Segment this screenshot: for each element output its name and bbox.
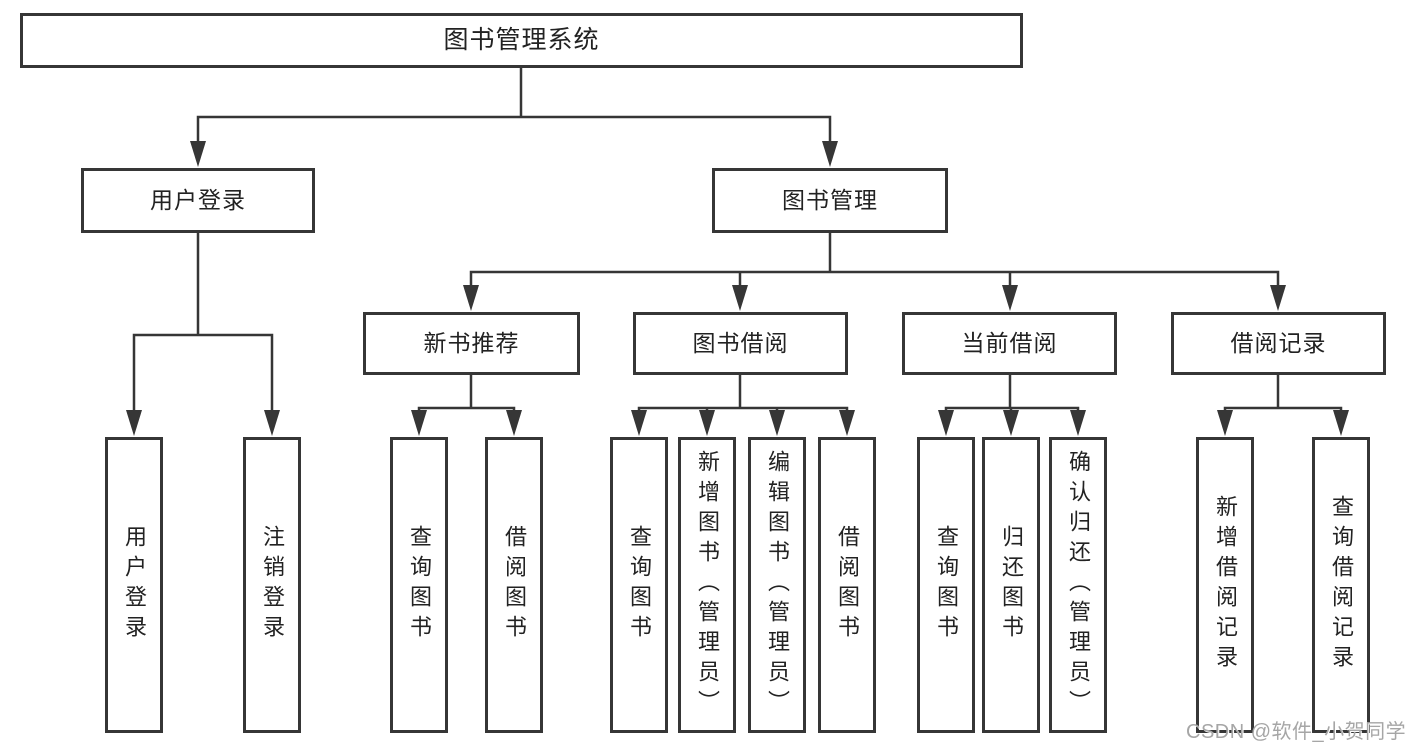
node-leaf-query-book-current: 查询图书	[917, 437, 975, 733]
arrow-down-icon	[126, 410, 142, 436]
arrow-down-icon	[1002, 285, 1018, 311]
node-new-book-recommend: 新书推荐	[363, 312, 580, 375]
connector-new-book-to-leaves	[411, 375, 522, 436]
arrow-down-icon	[631, 410, 647, 436]
node-current-borrow: 当前借阅	[902, 312, 1117, 375]
node-leaf-confirm-return-admin: 确认归还（管理员）	[1049, 437, 1107, 733]
node-borrow-record: 借阅记录	[1171, 312, 1386, 375]
node-leaf-query-book-recommend: 查询图书	[390, 437, 448, 733]
arrow-down-icon	[411, 410, 427, 436]
arrow-down-icon	[699, 410, 715, 436]
watermark: CSDN @软件_小贺同学	[1186, 721, 1405, 743]
node-root-system: 图书管理系统	[20, 13, 1023, 68]
node-book-borrow: 图书借阅	[633, 312, 848, 375]
node-book-management: 图书管理	[712, 168, 948, 233]
node-user-login: 用户登录	[81, 168, 315, 233]
arrow-down-icon	[506, 410, 522, 436]
arrow-down-icon	[732, 285, 748, 311]
connector-user-login-to-leaves	[126, 233, 280, 436]
node-leaf-query-book-borrow: 查询图书	[610, 437, 668, 733]
arrow-down-icon	[1333, 410, 1349, 436]
connector-borrow-record-to-leaves	[1217, 375, 1349, 436]
arrow-down-icon	[264, 410, 280, 436]
arrow-down-icon	[1270, 285, 1286, 311]
node-leaf-add-book-admin: 新增图书（管理员）	[678, 437, 736, 733]
connector-root-to-level1	[190, 68, 838, 167]
arrow-down-icon	[938, 410, 954, 436]
arrow-down-icon	[1217, 410, 1233, 436]
arrow-down-icon	[822, 141, 838, 167]
connector-book-borrow-to-leaves	[631, 375, 855, 436]
arrow-down-icon	[463, 285, 479, 311]
node-leaf-query-borrow-record: 查询借阅记录	[1312, 437, 1370, 733]
connector-current-borrow-to-leaves	[938, 375, 1086, 436]
node-leaf-logout: 注销登录	[243, 437, 301, 733]
arrow-down-icon	[1070, 410, 1086, 436]
arrow-down-icon	[769, 410, 785, 436]
node-leaf-borrow-book: 借阅图书	[818, 437, 876, 733]
arrow-down-icon	[1003, 410, 1019, 436]
arrow-down-icon	[839, 410, 855, 436]
node-leaf-borrow-book-recommend: 借阅图书	[485, 437, 543, 733]
node-leaf-add-borrow-record: 新增借阅记录	[1196, 437, 1254, 733]
connector-book-mgmt-to-level2	[463, 233, 1286, 311]
node-leaf-return-book: 归还图书	[982, 437, 1040, 733]
node-leaf-user-login: 用户登录	[105, 437, 163, 733]
node-leaf-edit-book-admin: 编辑图书（管理员）	[748, 437, 806, 733]
arrow-down-icon	[190, 141, 206, 167]
